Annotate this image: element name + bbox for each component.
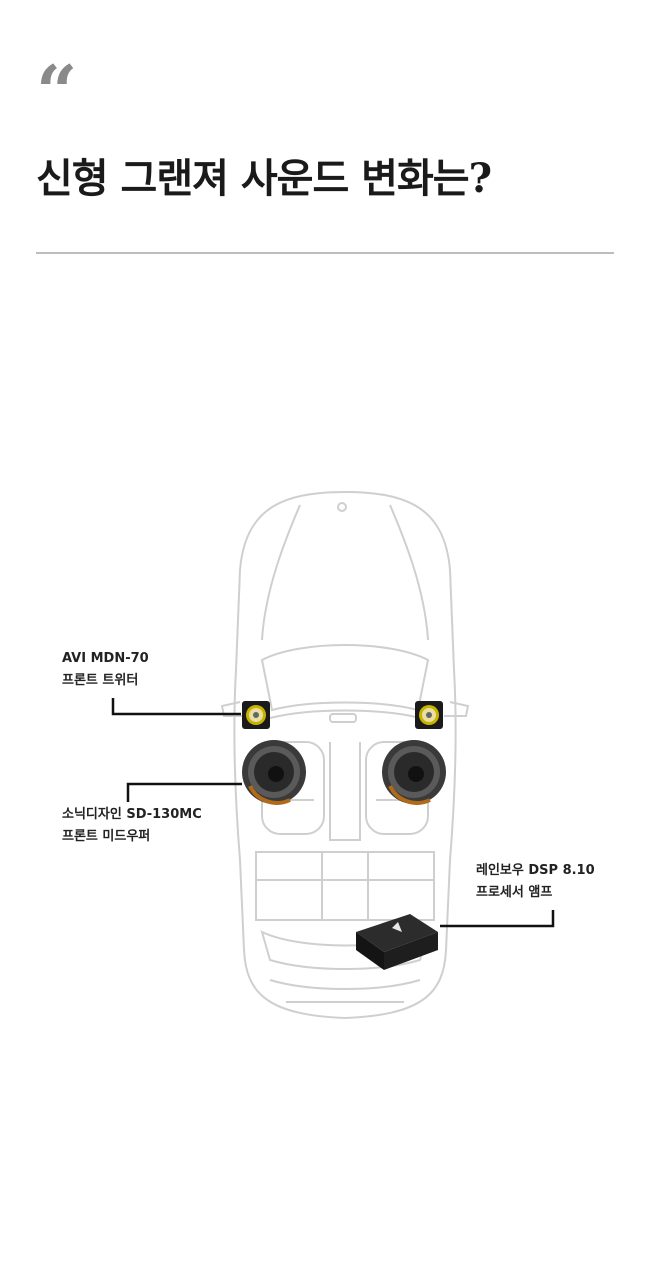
midwoofer-role-label: 프론트 미드우퍼 xyxy=(62,829,151,844)
tweeter-model-label: AVI MDN-70 xyxy=(62,651,149,666)
midwoofer-left-icon xyxy=(242,740,306,805)
amp-callout: 레인보우 DSP 8.10 프로세서 앰프 xyxy=(476,860,595,904)
divider xyxy=(36,252,614,254)
amp-model-label: 레인보우 DSP 8.10 xyxy=(476,863,595,878)
quote-mark-icon: “ xyxy=(36,49,77,134)
tweeter-left-icon xyxy=(242,701,270,729)
midwoofer-callout: 소닉디자인 SD-130MC 프론트 미드우퍼 xyxy=(62,804,202,848)
amp-role-label: 프로세서 앰프 xyxy=(476,885,553,900)
page-title: 신형 그랜져 사운드 변화는? xyxy=(36,155,492,202)
car-audio-diagram: AVI MDN-70 프론트 트위터 소닉디자인 SD-130MC 프론트 미드… xyxy=(0,480,650,1040)
tweeter-role-label: 프론트 트위터 xyxy=(62,673,139,688)
amplifier-icon xyxy=(356,914,438,970)
midwoofer-model-label: 소닉디자인 SD-130MC xyxy=(62,807,202,822)
tweeter-callout: AVI MDN-70 프론트 트위터 xyxy=(62,648,149,692)
leader-lines xyxy=(111,698,555,928)
midwoofer-right-icon xyxy=(382,740,446,805)
tweeter-right-icon xyxy=(415,701,443,729)
